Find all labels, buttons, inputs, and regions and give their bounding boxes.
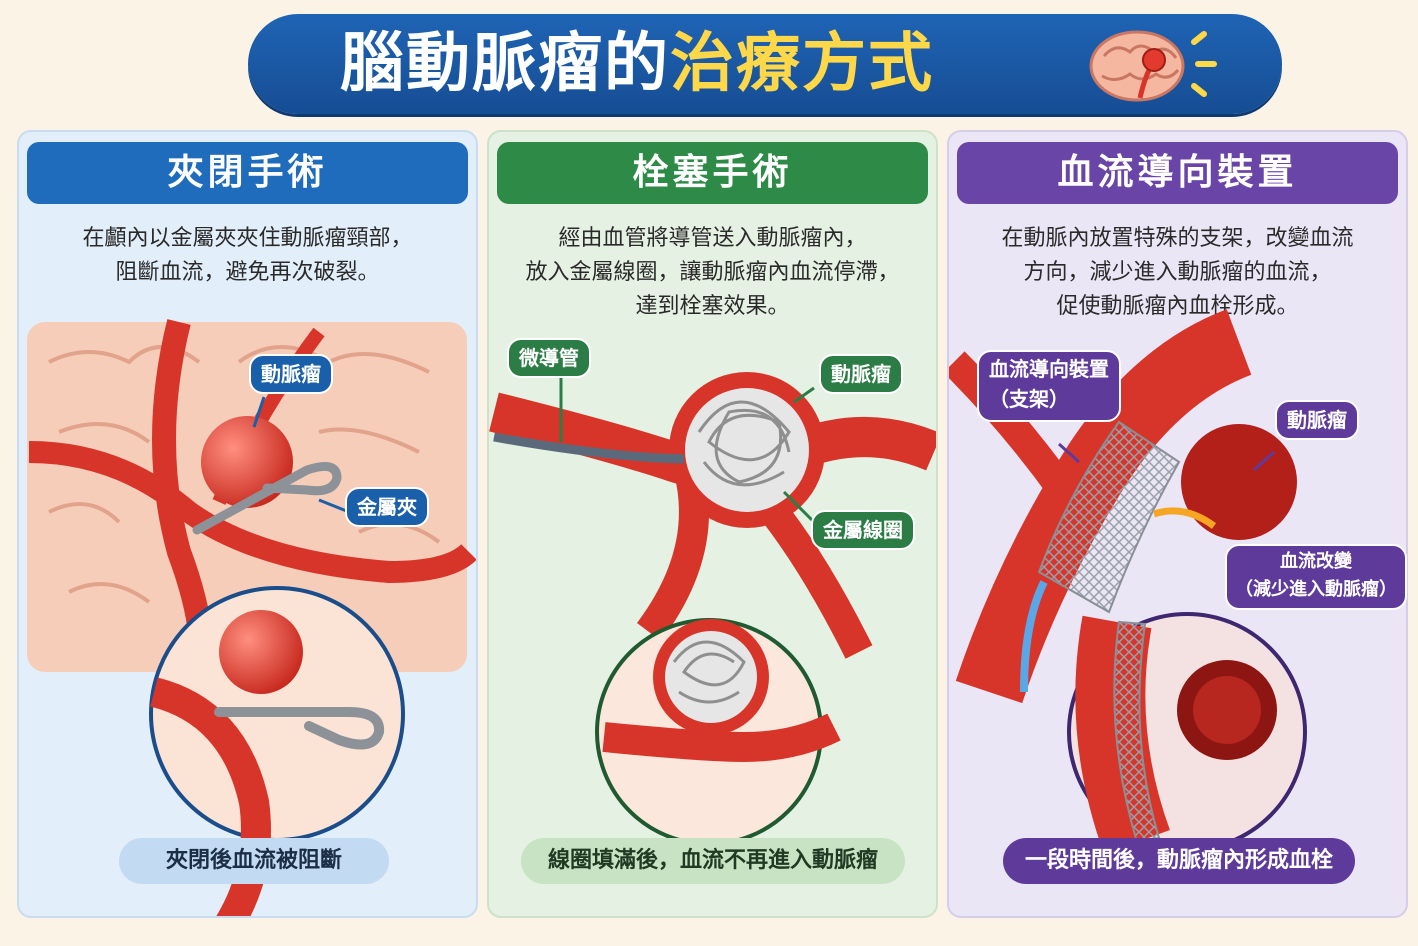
coiling-illustration: [489, 372, 936, 846]
panel-heading-flow-diverter: 血流導向裝置: [957, 142, 1398, 204]
desc-line: 放入金屬線圈，讓動脈瘤內血流停滯，: [525, 260, 900, 285]
label-line: （減少進入動脈瘤）: [1235, 579, 1397, 600]
desc-line: 方向，減少進入動脈瘤的血流，: [1023, 260, 1332, 285]
panel-desc-clipping: 在顱內以金屬夾夾住動脈瘤頸部， 阻斷血流，避免再次破裂。: [31, 222, 464, 290]
page-title: 腦動脈瘤的治療方式: [340, 14, 934, 114]
flow-diverter-illustration: [949, 309, 1307, 854]
label-clip: 金屬夾: [345, 487, 429, 527]
title-part2: 治療方式: [670, 27, 934, 101]
panel-clipping: 夾閉手術 在顱內以金屬夾夾住動脈瘤頸部， 阻斷血流，避免再次破裂。 動脈瘤 金屬…: [17, 130, 478, 918]
panel-flow-diverter: 血流導向裝置 在動脈內放置特殊的支架，改變血流 方向，減少進入動脈瘤的血流， 促…: [947, 130, 1408, 918]
desc-line: 在動脈內放置特殊的支架，改變血流: [1001, 226, 1354, 251]
label-aneurysm: 動脈瘤: [819, 354, 903, 394]
desc-line: 阻斷血流，避免再次破裂。: [115, 260, 380, 285]
panel-heading-clipping: 夾閉手術: [27, 142, 468, 204]
label-line: 血流導向裝置: [989, 357, 1109, 381]
footer-clipping: 夾閉後血流被阻斷: [119, 838, 389, 884]
label-line: 血流改變: [1280, 551, 1352, 572]
panel-coiling: 栓塞手術 經由血管將導管送入動脈瘤內， 放入金屬線圈，讓動脈瘤內血流停滯， 達到…: [487, 130, 938, 918]
panel-desc-flow-diverter: 在動脈內放置特殊的支架，改變血流 方向，減少進入動脈瘤的血流， 促使動脈瘤內血栓…: [961, 222, 1394, 324]
desc-line: 在顱內以金屬夾夾住動脈瘤頸部，: [82, 226, 413, 251]
title-part1: 腦動脈瘤的: [340, 27, 670, 101]
brain-icon: [1089, 30, 1217, 102]
label-aneurysm: 動脈瘤: [249, 354, 333, 394]
label-line: （支架）: [989, 387, 1069, 411]
title-banner: 腦動脈瘤的治療方式: [248, 14, 1282, 114]
desc-line: 促使動脈瘤內血栓形成。: [1056, 294, 1299, 319]
desc-line: 經由血管將導管送入動脈瘤內，: [558, 226, 867, 251]
label-aneurysm: 動脈瘤: [1275, 400, 1359, 440]
footer-coiling: 線圈填滿後，血流不再進入動脈瘤: [521, 838, 905, 884]
panel-desc-coiling: 經由血管將導管送入動脈瘤內， 放入金屬線圈，讓動脈瘤內血流停滯， 達到栓塞效果。: [501, 222, 924, 324]
label-flow-diverter: 血流導向裝置 （支架）: [977, 350, 1121, 422]
footer-flow-diverter: 一段時間後，動脈瘤內形成血栓: [1003, 838, 1355, 884]
label-catheter: 微導管: [507, 338, 591, 378]
panel-heading-coiling: 栓塞手術: [497, 142, 928, 204]
label-coil: 金屬線圈: [811, 510, 915, 550]
clipping-illustration: [27, 319, 476, 916]
desc-line: 達到栓塞效果。: [635, 294, 790, 319]
label-flow-change: 血流改變 （減少進入動脈瘤）: [1225, 544, 1407, 610]
